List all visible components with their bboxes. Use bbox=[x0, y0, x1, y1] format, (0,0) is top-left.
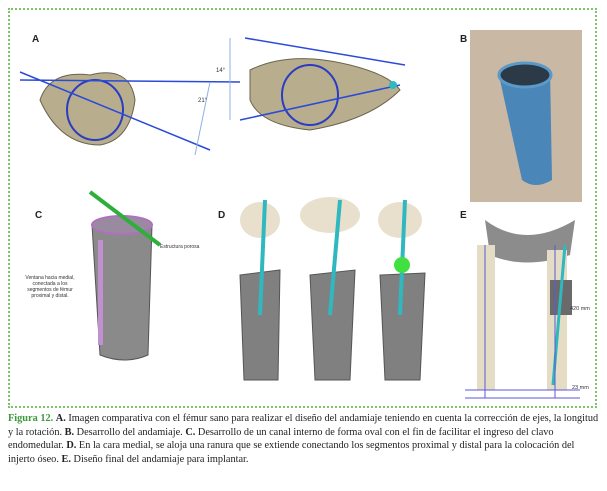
panel-b-scaffold-photo bbox=[470, 30, 582, 202]
caption-text-b: Desarrollo del andamiaje. bbox=[74, 426, 186, 438]
caption-title: Figura 12. bbox=[8, 413, 54, 424]
panel-label-d: D bbox=[218, 210, 226, 221]
caption-text-c: Desarrollo de un canal interno de forma … bbox=[8, 426, 554, 452]
length-23: 23 mm bbox=[572, 385, 589, 391]
caption-text-e: Diseño final del andamiaje para implanta… bbox=[70, 453, 249, 465]
panel-label-e: E bbox=[460, 210, 467, 221]
panel-label-c: C bbox=[35, 210, 43, 221]
caption-key-d: D. bbox=[66, 440, 77, 451]
length-420: 420 mm bbox=[570, 306, 590, 312]
annotation-porous: Estructura porosa bbox=[160, 244, 200, 250]
angle-14: 14° bbox=[216, 68, 226, 74]
caption-key-b: B. bbox=[64, 426, 75, 438]
angle-21: 21° bbox=[198, 98, 208, 104]
panel-e-final-design bbox=[465, 220, 580, 399]
panel-d-scaffold-views bbox=[239, 197, 426, 381]
panel-label-b: B bbox=[460, 34, 468, 45]
caption-text-a: Imagen comparativa con el fémur sano par… bbox=[8, 413, 599, 438]
figure-caption: Figura 12. A. Imagen comparativa con el … bbox=[8, 412, 600, 466]
panel-label-a: A bbox=[32, 34, 40, 45]
caption-key-c: C. bbox=[185, 426, 196, 438]
caption-key-e: E. bbox=[61, 453, 71, 465]
annotation-window: Ventana hacia medial, conectada a los se… bbox=[25, 275, 75, 299]
figure-frame: A 14° 21° B C Ventana hacia medial, cone… bbox=[8, 8, 597, 408]
caption-key-a: A. bbox=[55, 413, 66, 424]
panel-a-femur-comparison bbox=[19, 37, 406, 156]
panel-c-scaffold-model bbox=[88, 190, 162, 361]
caption-text-d: En la cara medial, se aloja una ranura q… bbox=[8, 440, 575, 465]
